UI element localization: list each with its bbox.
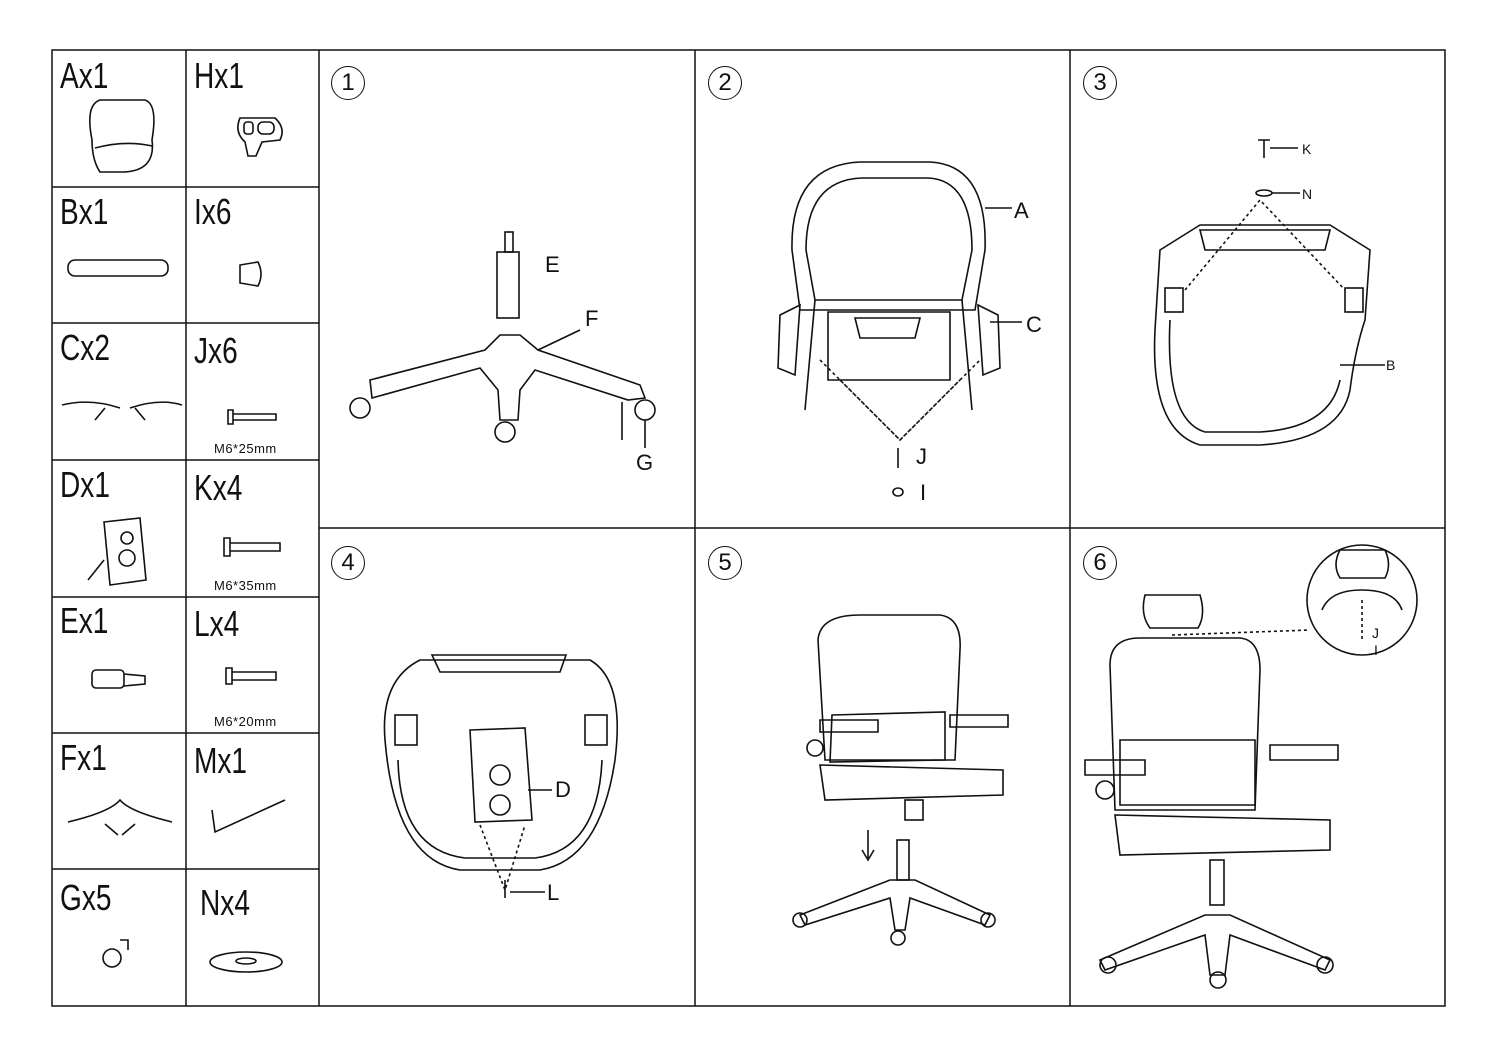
step-number-2: 2	[708, 66, 742, 100]
part-icons	[61, 99, 286, 973]
step4-drawing	[383, 654, 618, 898]
callout-l: L	[547, 880, 560, 905]
inset-callout-i: I	[1374, 642, 1378, 658]
part-label-m: Mx1	[194, 740, 248, 781]
part-label-k: Kx4	[194, 467, 243, 508]
part-label-c: Cx2	[60, 327, 110, 368]
step-number-5: 5	[708, 546, 742, 580]
step-number-1: 1	[331, 66, 365, 100]
part-spec-l: M6*20mm	[214, 714, 277, 729]
part-label-n: Nx4	[200, 882, 250, 923]
grid-lines	[51, 49, 1446, 1007]
part-label-g: Gx5	[60, 877, 112, 918]
callout-a: A	[1014, 198, 1029, 223]
part-spec-k: M6*35mm	[214, 578, 277, 593]
callout-c: C	[1026, 312, 1042, 337]
step3-drawing	[1153, 139, 1385, 446]
part-label-f: Fx1	[60, 737, 107, 778]
part-label-h: Hx1	[194, 55, 244, 96]
step-number-4: 4	[331, 546, 365, 580]
step6-drawing	[1084, 544, 1418, 989]
callout-i: I	[920, 480, 927, 505]
callout-d: D	[555, 777, 571, 802]
callout-j: J	[916, 444, 927, 469]
step-number-6: 6	[1083, 546, 1117, 580]
callout-b: B	[1386, 357, 1396, 373]
part-label-b: Bx1	[60, 191, 109, 232]
callout-g: G	[636, 450, 654, 475]
step2-drawing	[777, 161, 1022, 497]
part-label-a: Ax1	[60, 55, 109, 96]
callout-e: E	[545, 252, 560, 277]
part-spec-j: M6*25mm	[214, 441, 277, 456]
part-label-d: Dx1	[60, 464, 110, 505]
part-label-e: Ex1	[60, 600, 109, 641]
callout-k: K	[1302, 141, 1312, 157]
step-number-3: 3	[1083, 66, 1117, 100]
callout-n: N	[1302, 186, 1313, 202]
part-label-l: Lx4	[194, 603, 240, 644]
step1-drawing	[349, 231, 656, 448]
inset-callout-j: J	[1372, 625, 1379, 641]
callout-f: F	[585, 306, 599, 331]
part-label-i: Ix6	[194, 191, 232, 232]
step5-drawing	[792, 614, 1009, 946]
part-label-j: Jx6	[194, 330, 238, 371]
